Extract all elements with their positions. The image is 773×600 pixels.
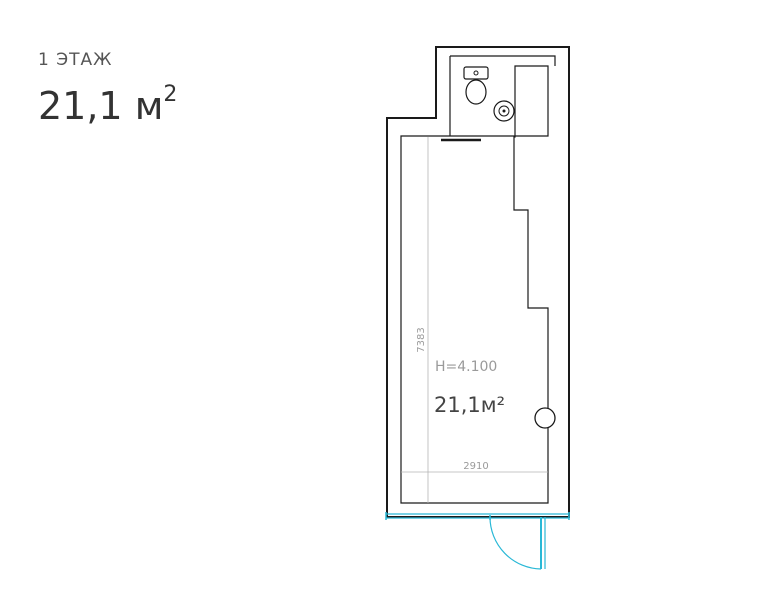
outer-wall <box>386 46 570 518</box>
window <box>385 512 570 520</box>
floor-label: 1 ЭТАЖ <box>38 50 113 70</box>
bathroom-wall <box>449 55 556 136</box>
room-area-label: 21,1м² <box>434 393 505 417</box>
dimension-vertical-label: 7383 <box>416 327 427 352</box>
area-title: 21,1 м2 <box>38 82 178 128</box>
dimension-horizontal-label: 2910 <box>463 461 488 472</box>
pipe-icon <box>534 407 556 429</box>
entrance-door <box>489 515 546 570</box>
sink-icon <box>493 100 515 122</box>
inner-wall <box>400 65 549 504</box>
area-value: 21,1 м <box>38 84 164 128</box>
area-superscript: 2 <box>163 82 178 107</box>
toilet-icon <box>463 66 489 105</box>
height-label: H=4.100 <box>435 359 497 375</box>
